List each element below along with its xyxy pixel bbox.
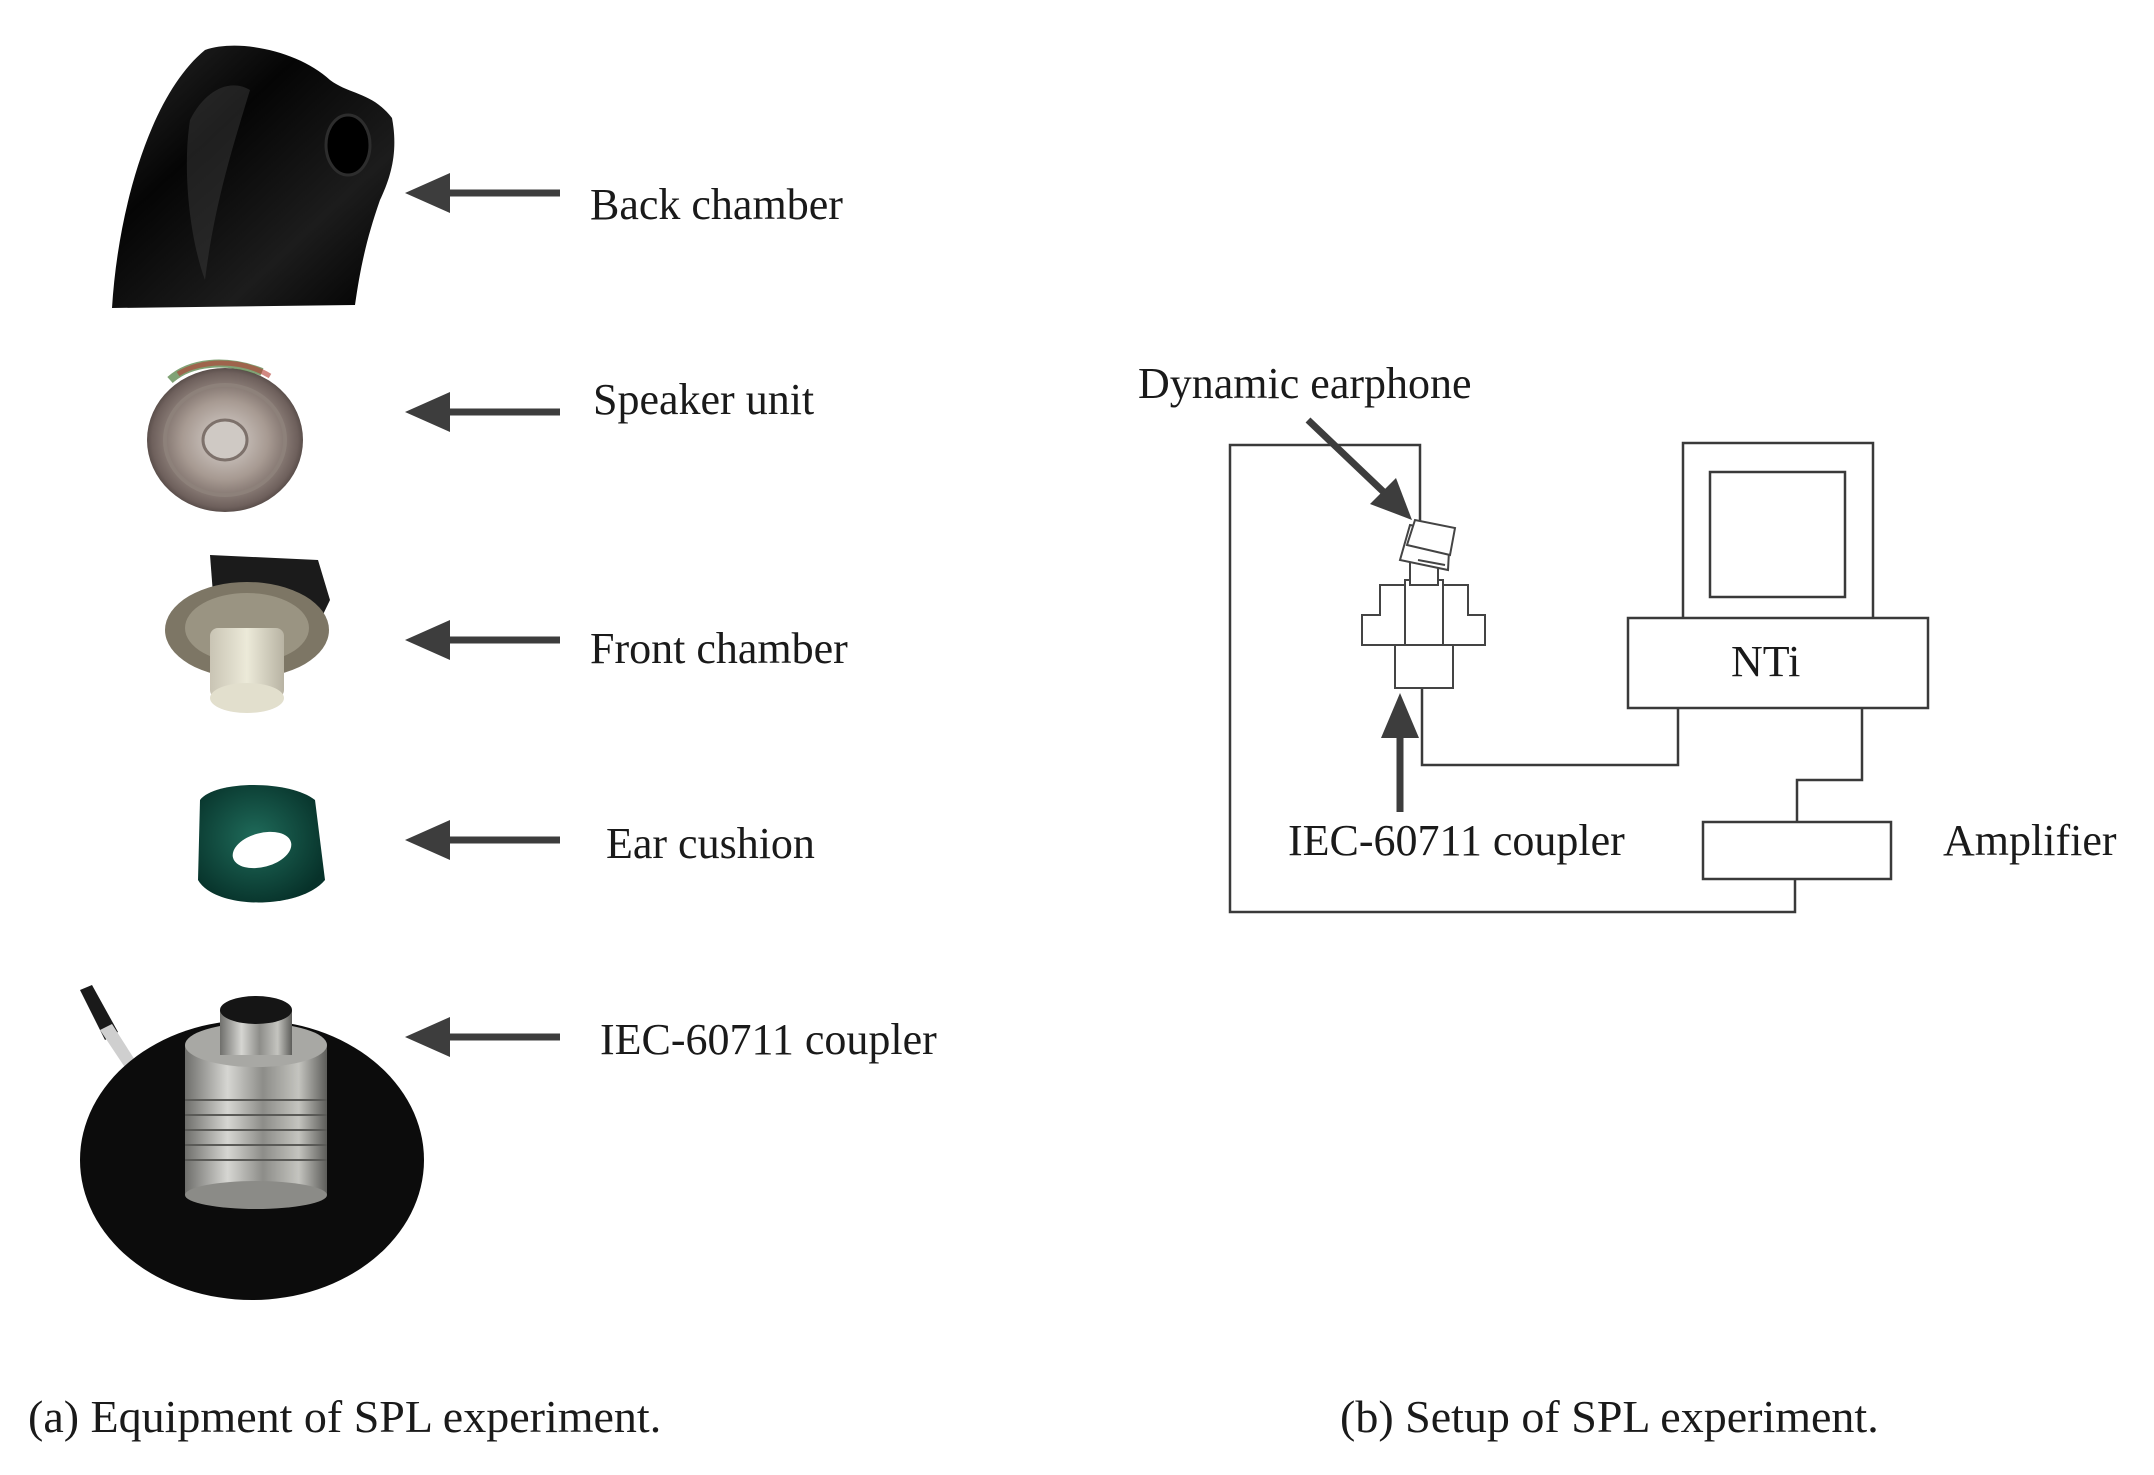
caption-b: (b) Setup of SPL experiment. <box>1340 1391 1879 1442</box>
label-coupler: IEC-60711 coupler <box>600 1015 937 1064</box>
caption-a: (a) Equipment of SPL experiment. <box>28 1391 661 1442</box>
wire-loop-top <box>1410 443 1422 528</box>
arrow-earphone <box>1305 417 1412 520</box>
label-amplifier: Amplifier <box>1943 816 2117 865</box>
label-ear-cushion: Ear cushion <box>606 819 815 868</box>
label-dynamic-earphone: Dynamic earphone <box>1138 359 1472 408</box>
label-speaker-unit: Speaker unit <box>593 375 814 424</box>
wire-loop <box>1228 443 1797 914</box>
back-chamber-photo <box>112 45 395 309</box>
nti-analyzer: NTi <box>1626 616 1930 710</box>
arrow-ear-cushion <box>405 820 560 860</box>
panel-a: Back chamber Speaker unit Front chamber … <box>28 45 937 1442</box>
label-back-chamber: Back chamber <box>590 180 843 229</box>
label-coupler-b: IEC-60711 coupler <box>1288 816 1625 865</box>
arrow-speaker-unit <box>405 392 560 432</box>
coupler-photo <box>80 985 424 1300</box>
arrow-coupler-b <box>1381 693 1419 812</box>
front-chamber-photo <box>165 555 330 713</box>
speaker-unit-photo <box>147 359 303 512</box>
wire-coupler-nti <box>1420 688 1680 767</box>
amplifier-box <box>1701 820 1893 881</box>
coupler-sketch <box>1361 554 1486 689</box>
arrow-coupler <box>405 1017 560 1057</box>
monitor-icon <box>1681 441 1875 622</box>
earphone-sketch <box>1398 518 1457 572</box>
wire-nti-amp <box>1795 708 1864 822</box>
arrow-back-chamber <box>405 173 560 213</box>
arrow-front-chamber <box>405 620 560 660</box>
ear-cushion-photo <box>198 785 325 903</box>
panel-b: Dynamic earphone NTi Amplifier <box>1138 359 2117 1442</box>
label-front-chamber: Front chamber <box>590 624 848 673</box>
label-nti: NTi <box>1731 637 1800 686</box>
